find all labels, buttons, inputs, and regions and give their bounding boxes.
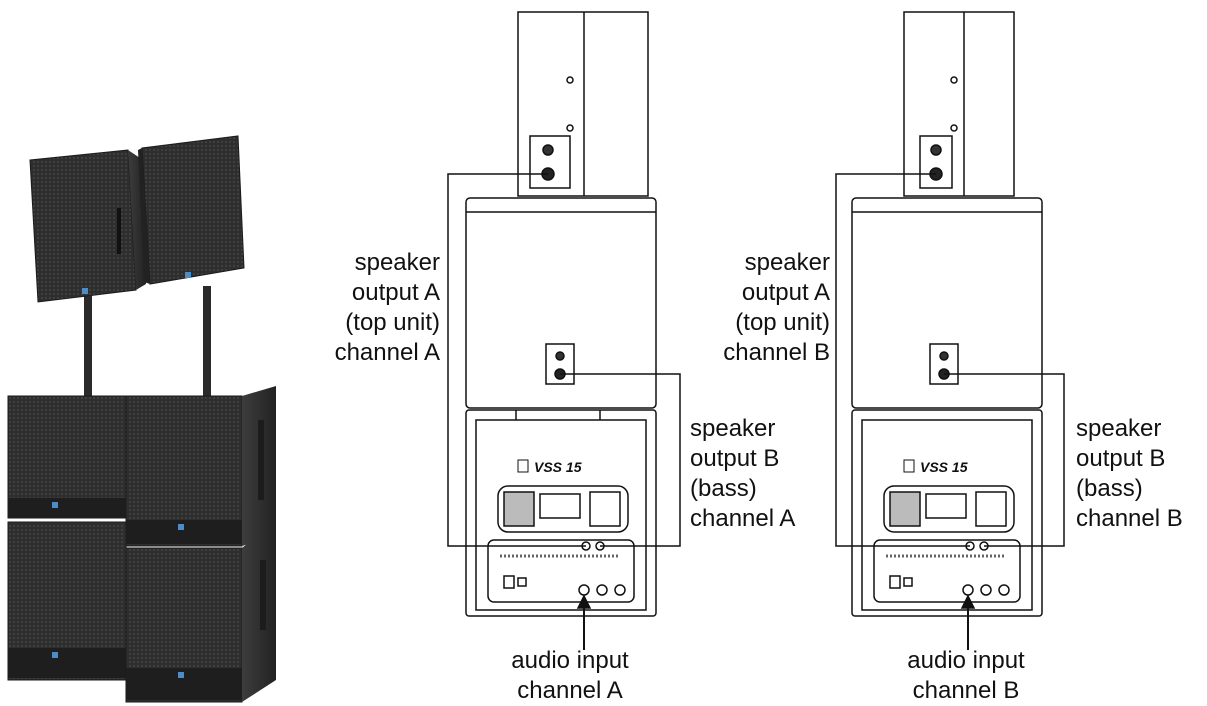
speaker-output-a-label: speaker output A (top unit) channel A — [300, 248, 440, 368]
wiring-diagram-channel-a: VSS 15 — [448, 12, 680, 650]
audio-input-label: audio input channel B — [866, 646, 1066, 706]
sub-right-lower — [126, 520, 276, 702]
top-unit-outline — [518, 12, 648, 196]
top-speaker-left — [30, 150, 146, 302]
speaker-stack-photo — [8, 136, 276, 702]
top-speaker-right — [138, 136, 244, 284]
sub-left-upper — [8, 396, 126, 518]
speaker-output-b-label: speaker output B (bass) channel A — [690, 414, 830, 534]
speaker-output-a-label: speaker output A (top unit) channel B — [690, 248, 830, 368]
audio-input-label: audio input channel A — [470, 646, 670, 706]
sub-left-lower — [8, 522, 126, 680]
sub-right-upper — [126, 386, 276, 546]
speaker-output-b-label: speaker output B (bass) channel B — [1076, 414, 1206, 534]
model-logo: VSS 15 — [920, 459, 968, 475]
wiring-diagram-channel-b: VSS 15 — [836, 12, 1064, 650]
model-logo: VSS 15 — [534, 459, 582, 475]
